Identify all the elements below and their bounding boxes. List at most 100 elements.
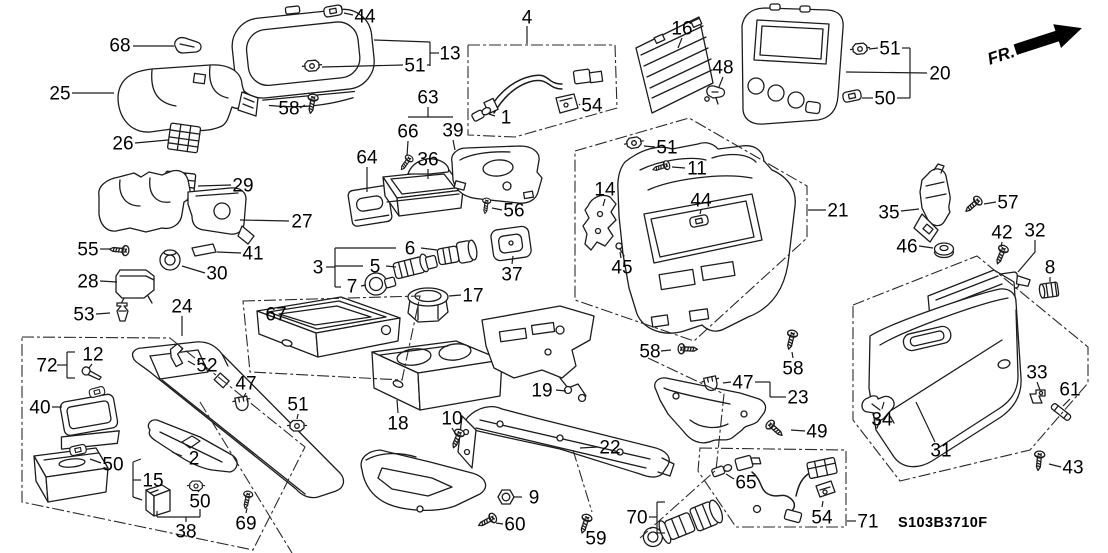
part-callout-13: 13	[439, 44, 460, 65]
leader-49-76	[790, 429, 806, 432]
part-callout-10: 10	[441, 409, 462, 430]
part-callout-44: 44	[354, 7, 376, 28]
leader-61-49	[1062, 398, 1071, 407]
part-callout-66: 66	[397, 122, 418, 143]
leader-53-26	[95, 312, 111, 315]
leader-47-74	[722, 381, 732, 384]
part-callout-67: 67	[265, 305, 286, 326]
part-callout-2: 2	[189, 449, 200, 470]
fr-arrow-icon	[1013, 24, 1082, 55]
part-callout-6: 6	[405, 239, 416, 260]
part-callout-29: 29	[232, 176, 253, 197]
leader-50-67	[196, 489, 200, 493]
part-callout-51: 51	[656, 138, 677, 159]
part-callout-51: 51	[287, 395, 308, 416]
part-sketch-bracket-14	[582, 194, 617, 251]
part-sketch-panel-2	[147, 419, 238, 473]
leader-54-9	[578, 103, 581, 106]
part-callout-68: 68	[109, 36, 130, 57]
part-callout-14: 14	[594, 180, 616, 201]
dashed-region-layer	[21, 44, 1089, 553]
part-callout-58: 58	[639, 342, 660, 363]
leader-37-33	[511, 255, 514, 265]
leader-44-39	[699, 209, 702, 215]
part-callout-11: 11	[687, 159, 707, 180]
leader-60-58	[495, 522, 504, 525]
part-callout-18: 18	[387, 414, 408, 435]
leader-29-20	[197, 184, 232, 187]
bracket-line-1	[373, 39, 431, 43]
leader-32-46	[1017, 240, 1036, 273]
part-callout-45: 45	[611, 258, 632, 279]
leader-43-52	[1048, 463, 1062, 468]
part-sketch-tray-15	[33, 447, 109, 503]
part-callout-34: 34	[871, 410, 893, 431]
part-callout-58: 58	[782, 359, 803, 380]
leader-54-79	[821, 500, 824, 508]
part-sketch-pin-45	[615, 242, 625, 257]
part-callout-50: 50	[102, 455, 123, 476]
leader-10-54	[451, 427, 456, 434]
leader-33-48	[1036, 381, 1041, 391]
leader-48-16	[718, 76, 724, 88]
leader-47-62	[242, 392, 247, 399]
part-sketch-cylinder-8	[1038, 281, 1060, 299]
leader-51-36	[643, 145, 656, 148]
leader-2-64	[171, 451, 183, 457]
leader-12-69	[88, 363, 93, 369]
dashed-region-edge-22	[639, 357, 725, 539]
part-callout-1: 1	[501, 108, 512, 129]
part-callout-31: 31	[930, 441, 951, 462]
leader-1-8	[488, 113, 496, 117]
part-callout-37: 37	[501, 265, 522, 286]
part-callout-27: 27	[291, 212, 312, 233]
leader-27-21	[239, 219, 290, 222]
part-sketch-harness-4	[471, 68, 604, 122]
part-sketch-pocket-40	[59, 393, 120, 450]
part-callout-50: 50	[874, 89, 895, 110]
part-callout-61: 61	[1059, 380, 1080, 401]
dashed-region-glovebox-31	[852, 255, 1089, 482]
leader-5-30	[385, 265, 397, 268]
part-callout-72: 72	[36, 356, 57, 377]
dashed-region-edge-24	[199, 401, 293, 553]
leader-58-72	[660, 349, 672, 352]
part-callout-7: 7	[347, 277, 358, 298]
part-sketch-visor-13	[231, 4, 375, 108]
part-callout-49: 49	[806, 422, 827, 443]
part-callout-54: 54	[581, 96, 603, 117]
part-callout-17: 17	[462, 286, 483, 307]
part-callout-33: 33	[1026, 363, 1047, 384]
part-callout-25: 25	[49, 84, 70, 105]
part-sketch-bulb-65	[711, 454, 762, 478]
bracket-line-16	[132, 496, 143, 501]
dashed-region-panel-72	[21, 336, 306, 551]
part-sketch-grommet-30	[159, 249, 181, 271]
part-callout-40: 40	[29, 398, 50, 419]
leader-19-55	[555, 389, 567, 392]
part-sketch-clip-54b	[815, 480, 836, 498]
bracket-line-15	[132, 458, 142, 463]
leader-58-73	[791, 351, 794, 359]
leader-14-38	[602, 198, 606, 207]
leader-34-50	[881, 401, 885, 410]
leader-66-11	[406, 140, 409, 157]
part-sketch-bracket-35	[913, 163, 951, 243]
part-sketch-bracket-39	[451, 145, 543, 204]
leader-28-25	[99, 280, 118, 283]
part-sketch-clip-68	[174, 36, 202, 54]
dashed-region-harness-71	[697, 447, 847, 528]
part-callout-5: 5	[370, 257, 381, 278]
part-sketch-radio-16	[635, 16, 714, 114]
part-callout-71: 71	[857, 512, 878, 533]
part-callout-8: 8	[1045, 258, 1056, 279]
part-callout-52: 52	[196, 356, 217, 377]
leader-65-77	[725, 473, 735, 480]
part-callout-48: 48	[712, 58, 733, 79]
leader-45-40	[619, 251, 622, 259]
leader-50-65	[89, 458, 102, 464]
leader-56-32	[491, 207, 503, 211]
leader-20-18	[845, 71, 928, 74]
